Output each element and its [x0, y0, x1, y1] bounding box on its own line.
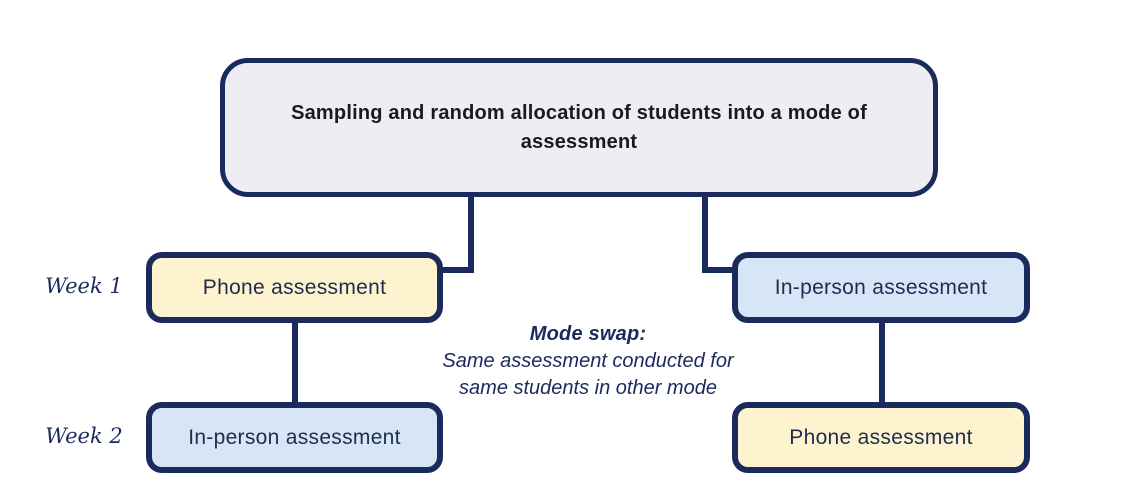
connector-topbox-right-horizontal [705, 267, 735, 273]
week1-inperson-assessment-box: In-person assessment [732, 252, 1030, 323]
week2-label: Week 2 [45, 424, 123, 448]
connector-topbox-left-horizontal [441, 267, 471, 273]
allocation-box: Sampling and random allocation of studen… [220, 58, 938, 197]
week1-phone-assessment-box: Phone assessment [146, 252, 443, 323]
mode-swap-line1: Same assessment conducted for [442, 350, 734, 372]
mode-swap-line2: same students in other mode [459, 377, 717, 399]
week2-inperson-assessment-box: In-person assessment [146, 402, 443, 473]
connector-week1-week2-right [879, 320, 885, 405]
connector-week1-week2-left [292, 320, 298, 405]
mode-swap-note: Mode swap: Same assessment conducted for… [398, 321, 778, 402]
mode-swap-heading: Mode swap: [529, 323, 647, 345]
week1-left-box-text: Phone assessment [202, 275, 387, 299]
allocation-box-text: Sampling and random allocation of studen… [291, 101, 867, 153]
connector-topbox-right-vertical [702, 196, 708, 273]
week2-phone-assessment-box: Phone assessment [732, 402, 1030, 473]
week2-right-box-text: Phone assessment [789, 425, 973, 449]
connector-topbox-left-vertical [468, 196, 474, 273]
week2-left-box-text: In-person assessment [188, 425, 401, 449]
week1-label: Week 1 [45, 274, 123, 298]
week1-right-box-text: In-person assessment [774, 275, 988, 299]
